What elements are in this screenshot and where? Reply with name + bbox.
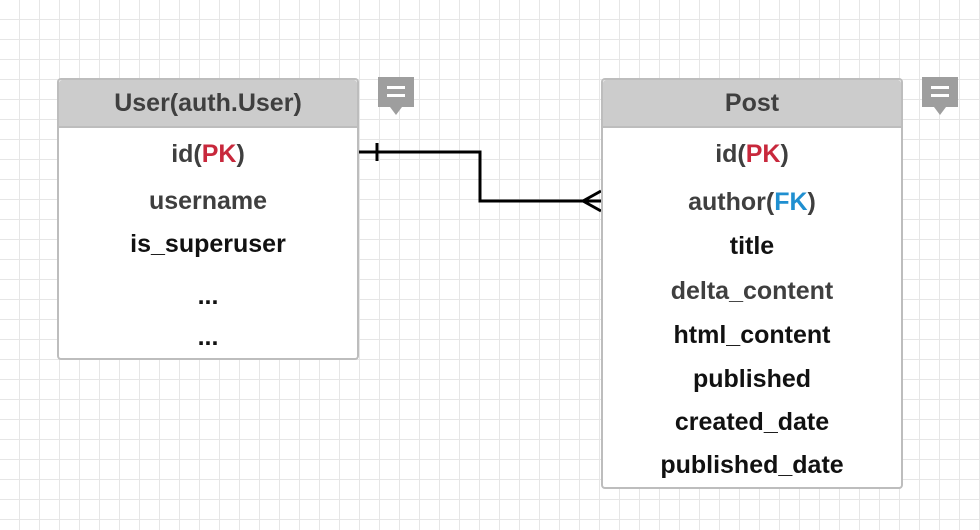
post-field-title: title bbox=[729, 232, 775, 260]
post-field-author-name: author( bbox=[688, 188, 775, 216]
primary-key-badge: PK bbox=[201, 140, 237, 168]
post-field-author-close: ) bbox=[807, 188, 816, 216]
user-field-id-name: id( bbox=[171, 140, 202, 168]
connector-line[interactable] bbox=[358, 150, 601, 203]
post-field-created-date: created_date bbox=[674, 408, 830, 436]
user-field-id-close: ) bbox=[236, 140, 245, 168]
post-field-published: published bbox=[692, 365, 812, 393]
primary-key-badge: PK bbox=[745, 140, 781, 168]
foreign-key-badge: FK bbox=[774, 188, 808, 216]
post-entity-title: Post bbox=[603, 80, 901, 128]
post-field-delta-content: delta_content bbox=[670, 277, 834, 305]
user-entity-title: User(auth.User) bbox=[59, 80, 357, 128]
post-field-id-name: id( bbox=[715, 140, 746, 168]
comment-icon[interactable] bbox=[922, 77, 958, 117]
post-entity[interactable]: Post id(PK) author(FK) title delta_conte… bbox=[601, 78, 903, 489]
post-field-id-close: ) bbox=[780, 140, 789, 168]
post-field-published-date: published_date bbox=[660, 451, 844, 479]
user-field-is-superuser: is_superuser bbox=[130, 230, 286, 258]
user-field-id: id(PK) bbox=[59, 139, 357, 169]
comment-icon[interactable] bbox=[378, 77, 414, 117]
user-field-ellipsis-2: ... bbox=[197, 323, 219, 351]
many-crowfoot-bottom bbox=[582, 199, 602, 213]
post-field-author: author(FK) bbox=[603, 187, 901, 217]
user-entity[interactable]: User(auth.User) id(PK) username is_super… bbox=[57, 78, 359, 360]
user-field-ellipsis-1: ... bbox=[197, 282, 219, 310]
post-field-id: id(PK) bbox=[603, 139, 901, 169]
post-field-html-content: html_content bbox=[673, 321, 831, 349]
user-field-username: username bbox=[148, 187, 268, 215]
many-crowfoot-top bbox=[582, 189, 602, 203]
